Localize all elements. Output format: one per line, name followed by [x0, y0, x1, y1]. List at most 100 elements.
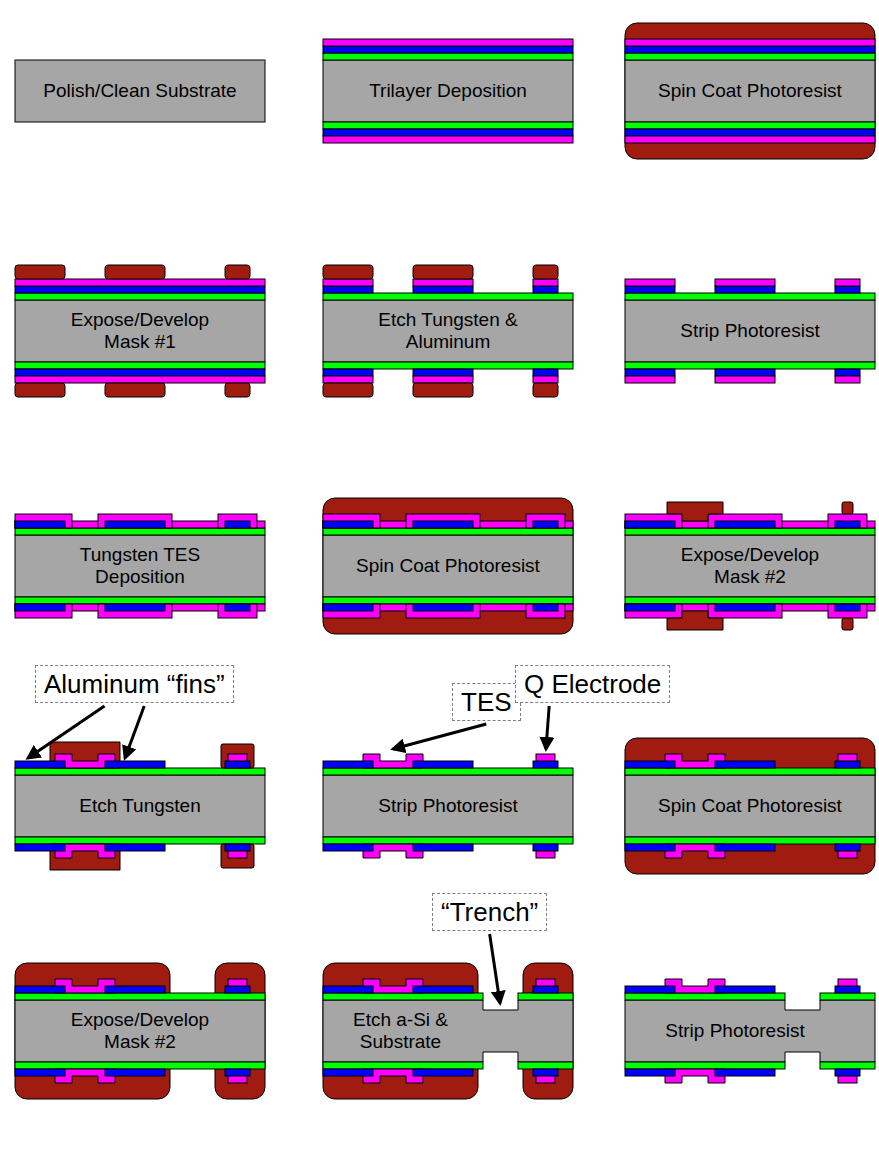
- a-si-layer: [15, 528, 265, 535]
- aluminum-fin: [105, 986, 165, 993]
- aluminum-layer: [105, 604, 165, 611]
- substrate: [625, 775, 875, 837]
- aluminum-fin: [715, 761, 775, 768]
- a-si-layer: [625, 993, 785, 1000]
- tungsten-tes-layer: [218, 514, 257, 528]
- tungsten-tes-layer: [323, 514, 380, 528]
- substrate-step: Tungsten TES Deposition: [15, 535, 265, 597]
- callout-box: TES: [452, 683, 521, 721]
- aluminum-layer: [323, 46, 573, 53]
- aluminum-fin: [715, 986, 775, 993]
- a-si-layer: [323, 122, 573, 129]
- aluminum-layer: [625, 286, 675, 293]
- leader-arrow: [546, 706, 549, 749]
- tungsten-tes-layer: [625, 521, 875, 528]
- aluminum-fin: [625, 761, 675, 768]
- aluminum-layer: [625, 604, 675, 611]
- step-label: Expose/Develop Mask #1: [65, 309, 215, 353]
- a-si-layer: [15, 362, 265, 369]
- tungsten-tes-layer: [323, 604, 380, 618]
- aluminum-layer: [715, 286, 775, 293]
- aluminum-fin: [105, 761, 165, 768]
- photoresist: [105, 383, 165, 397]
- substrate: [323, 300, 573, 362]
- q-electrode: [533, 844, 558, 851]
- tungsten-layer: [15, 279, 265, 286]
- step-label: Polish/Clean Substrate: [43, 80, 236, 102]
- tungsten-tes-layer: [15, 521, 265, 528]
- tungsten-layer: [323, 376, 373, 383]
- q-electrode: [835, 1069, 860, 1076]
- photoresist: [105, 265, 165, 279]
- callout-label: Aluminum “fins”: [44, 669, 225, 699]
- aluminum-fin: [323, 844, 373, 851]
- aluminum-fin: [105, 844, 165, 851]
- aluminum-layer: [533, 521, 558, 528]
- q-electrode: [536, 1076, 555, 1083]
- q-electrode: [838, 851, 857, 858]
- a-si-layer: [625, 597, 875, 604]
- photoresist: [221, 844, 254, 868]
- tungsten-tes-layer: [828, 514, 867, 528]
- a-si-layer: [625, 122, 875, 129]
- substrate: [625, 60, 875, 122]
- photoresist: [413, 265, 473, 279]
- step-label: Tungsten TES Deposition: [65, 544, 215, 588]
- step-label: Strip Photoresist: [378, 795, 517, 817]
- aluminum-layer: [323, 521, 373, 528]
- aluminum-layer: [225, 521, 250, 528]
- aluminum-layer: [225, 604, 250, 611]
- a-si-layer: [518, 993, 573, 1000]
- tungsten-layer: [533, 279, 558, 286]
- aluminum-fin: [323, 986, 373, 993]
- aluminum-layer: [835, 604, 860, 611]
- callout-box: “Trench”: [432, 893, 547, 931]
- a-si-layer: [625, 293, 875, 300]
- aluminum-layer: [323, 129, 573, 136]
- tungsten-layer: [323, 136, 573, 143]
- a-si-layer: [625, 768, 875, 775]
- substrate-step: Strip Photoresist: [625, 1000, 875, 1062]
- aluminum-fin: [625, 1069, 675, 1076]
- callout-box: Aluminum “fins”: [35, 665, 234, 703]
- tungsten-layer: [625, 279, 675, 286]
- aluminum-layer: [625, 46, 875, 53]
- tungsten-tes-layer: [526, 604, 565, 618]
- aluminum-layer: [105, 521, 165, 528]
- q-electrode: [838, 1076, 857, 1083]
- tungsten-tes-layer: [625, 604, 875, 611]
- aluminum-fin: [715, 1069, 775, 1076]
- substrate: [625, 535, 875, 597]
- substrate: [323, 60, 573, 122]
- aluminum-fin: [15, 761, 65, 768]
- substrate-step: Strip Photoresist: [625, 300, 875, 362]
- photoresist: [667, 502, 723, 521]
- q-electrode: [536, 979, 555, 986]
- a-si-layer: [625, 1062, 785, 1069]
- q-electrode: [838, 754, 857, 761]
- aluminum-layer: [323, 369, 373, 376]
- step-label: Spin Coat Photoresist: [356, 555, 540, 577]
- tungsten-layer: [715, 376, 775, 383]
- aluminum-fin: [323, 1069, 373, 1076]
- a-si-layer: [323, 53, 573, 60]
- photoresist: [842, 502, 853, 514]
- substrate-step: Etch Tungsten: [15, 775, 265, 837]
- photoresist: [533, 383, 558, 397]
- aluminum-layer: [533, 369, 558, 376]
- q-electrode: [835, 986, 860, 993]
- q-electrode: [228, 754, 247, 761]
- photoresist: [323, 383, 373, 397]
- aluminum-fin: [413, 844, 473, 851]
- q-electrode: [228, 979, 247, 986]
- step-label: Etch a-Si & Substrate: [346, 1009, 456, 1053]
- substrate: [15, 535, 265, 597]
- q-electrode: [225, 986, 250, 993]
- photoresist: [323, 265, 373, 279]
- photoresist: [15, 265, 65, 279]
- tungsten-layer: [835, 279, 860, 286]
- tungsten-tes-layer: [406, 604, 480, 618]
- q-electrode: [225, 844, 250, 851]
- q-electrode: [536, 754, 555, 761]
- tungsten-layer: [625, 136, 875, 143]
